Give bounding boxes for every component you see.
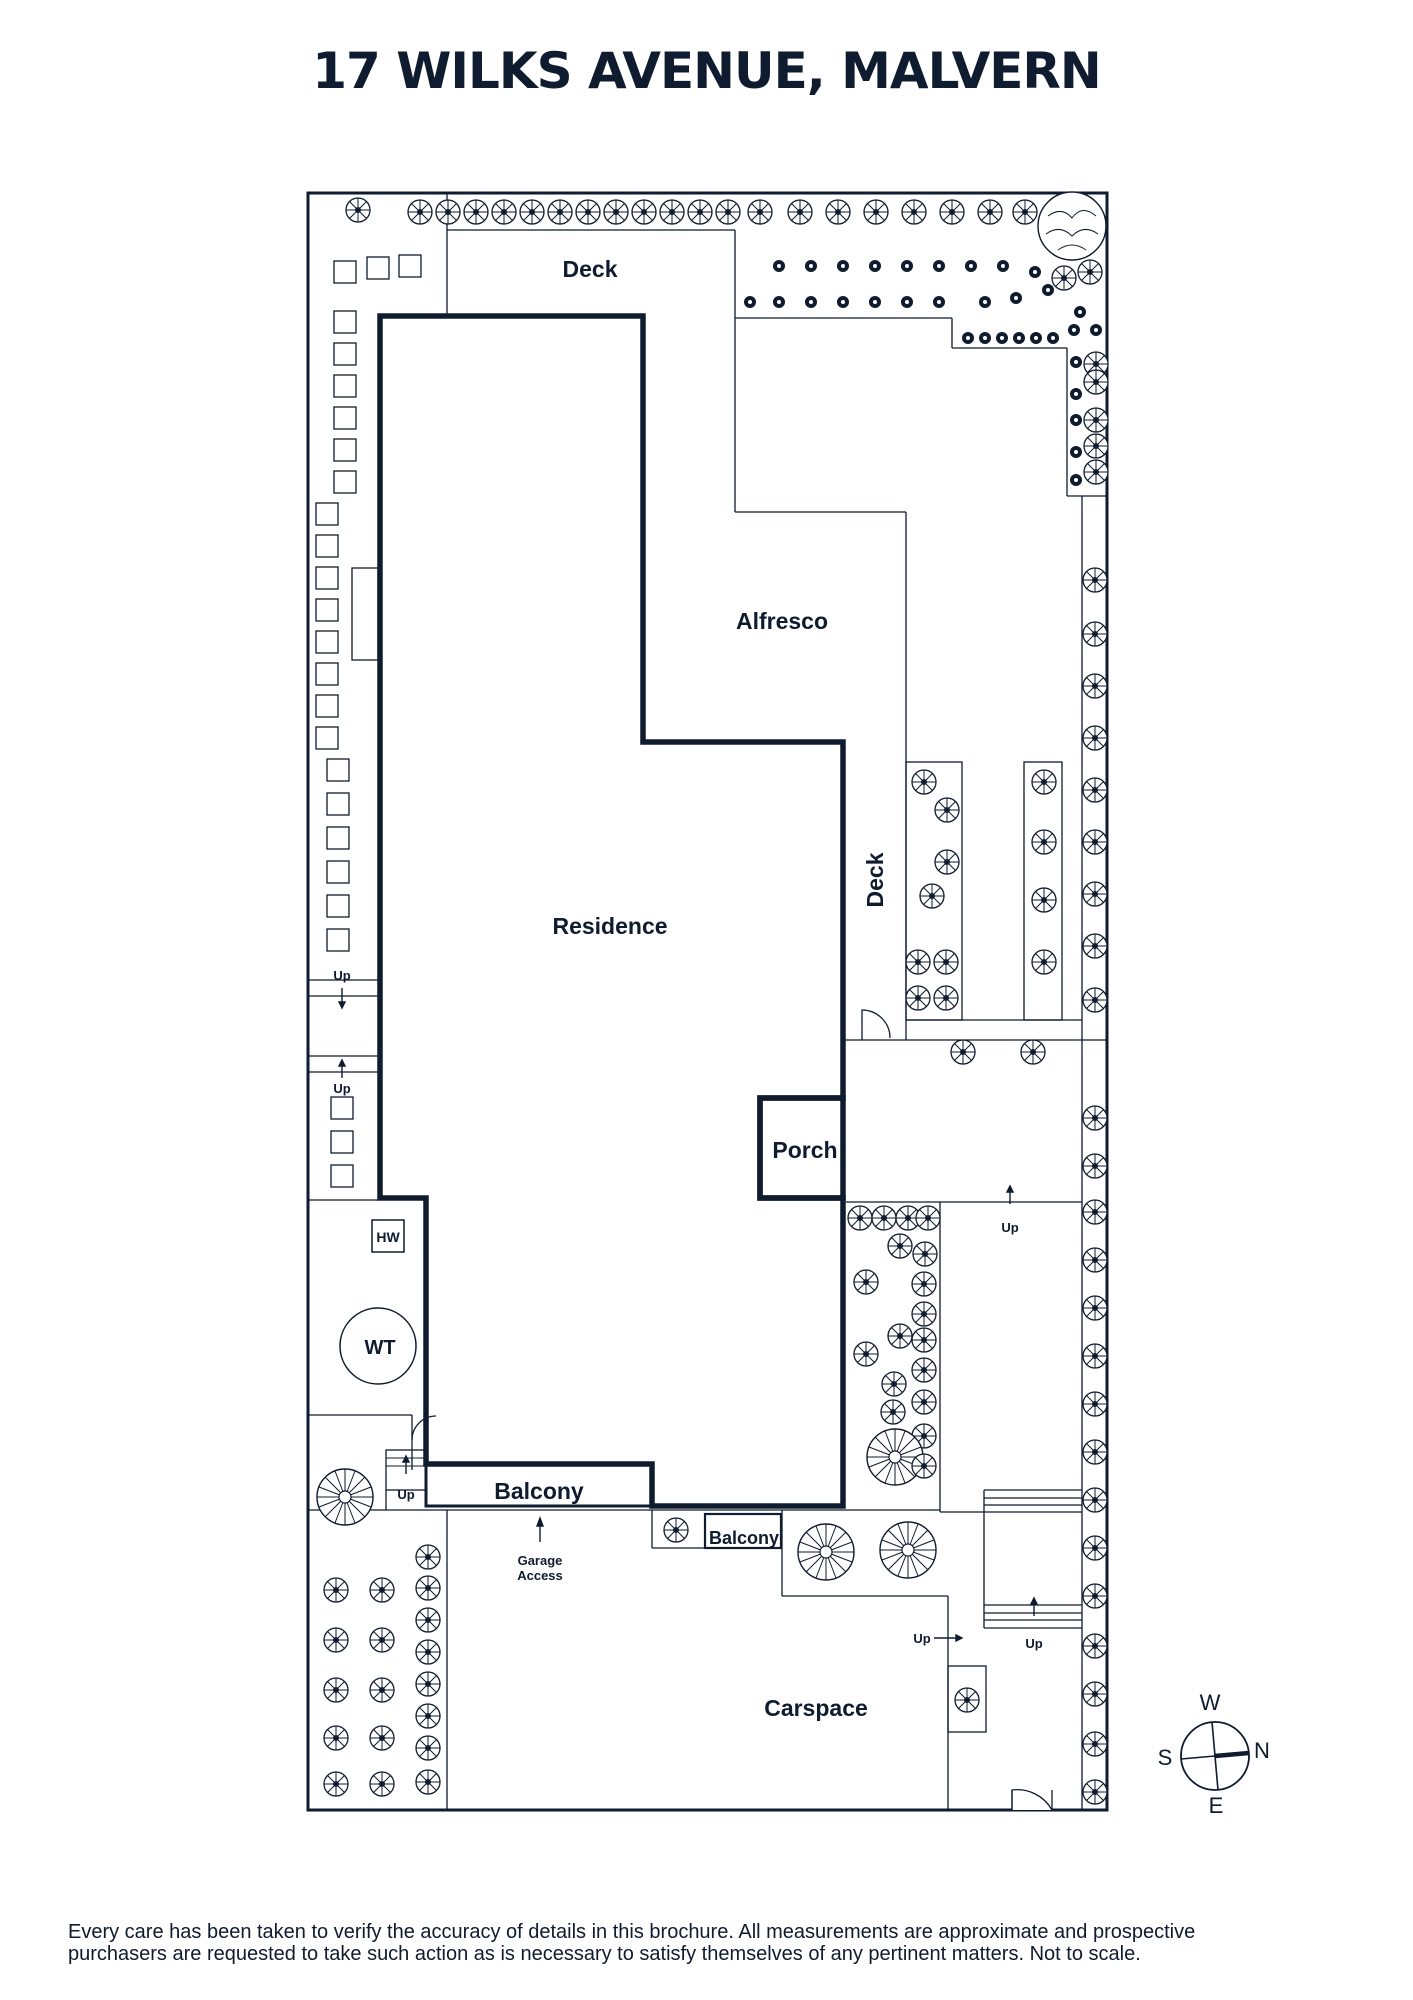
label-up-5: Up xyxy=(913,1631,930,1646)
compass-south: S xyxy=(1158,1745,1173,1770)
disclaimer-line-1: Every care has been taken to verify the … xyxy=(68,1921,1196,1943)
label-carspace: Carspace xyxy=(764,1695,868,1721)
label-up-4: Up xyxy=(397,1487,414,1502)
label-balcony-main: Balcony xyxy=(494,1478,584,1504)
label-garage-access-2: Access xyxy=(517,1568,563,1583)
residence-outline xyxy=(377,313,846,1509)
label-deck-top: Deck xyxy=(563,256,618,282)
porch-outline xyxy=(757,1095,846,1201)
balcony-small-outline xyxy=(703,1512,783,1550)
compass-east: E xyxy=(1209,1793,1224,1818)
label-wt: WT xyxy=(364,1337,395,1359)
label-deck-side: Deck xyxy=(862,852,888,907)
balcony-main-outline xyxy=(424,1462,654,1508)
label-up-2: Up xyxy=(333,1081,350,1096)
compass: W N S E xyxy=(1158,1690,1270,1818)
water-tank xyxy=(339,1307,417,1385)
label-up-1: Up xyxy=(333,968,350,983)
label-garage-access-1: Garage xyxy=(518,1553,563,1568)
page-title: 17 WILKS AVENUE, MALVERN xyxy=(312,42,1102,100)
compass-north: N xyxy=(1254,1738,1270,1763)
disclaimer-line-2: purchasers are requested to take such ac… xyxy=(68,1943,1141,1965)
hot-water-unit xyxy=(371,1219,405,1253)
disclaimer: Every care has been taken to verify the … xyxy=(68,1921,1368,1965)
label-residence: Residence xyxy=(552,913,667,939)
label-alfresco: Alfresco xyxy=(736,608,828,634)
compass-west: W xyxy=(1200,1690,1221,1715)
label-up-6: Up xyxy=(1025,1636,1042,1651)
label-porch: Porch xyxy=(772,1137,837,1163)
label-balcony-small: Balcony xyxy=(709,1528,779,1548)
label-up-3: Up xyxy=(1001,1220,1018,1235)
label-hw: HW xyxy=(376,1229,400,1245)
